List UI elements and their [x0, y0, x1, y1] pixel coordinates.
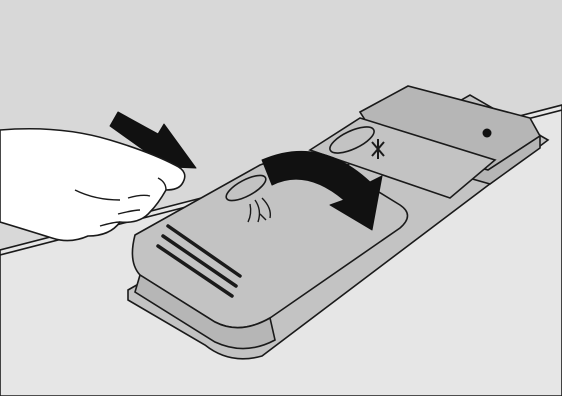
indicator-dot-icon — [483, 129, 492, 138]
